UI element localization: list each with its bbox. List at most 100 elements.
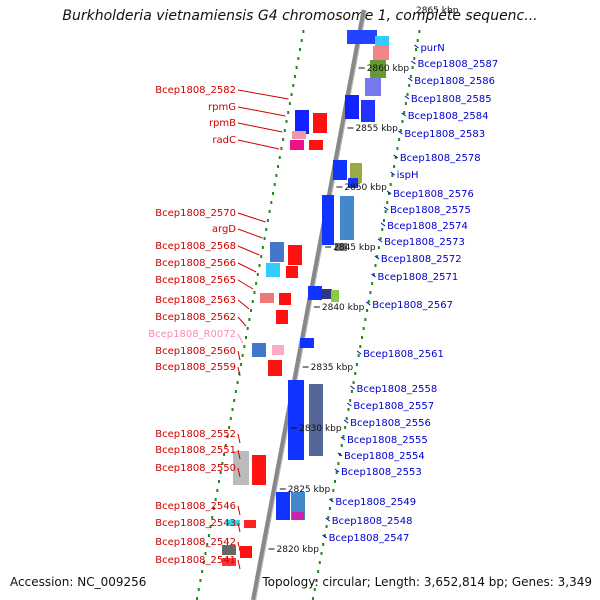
- track-dot: [223, 453, 226, 456]
- track-dot: [409, 75, 412, 78]
- label-leader: [237, 366, 241, 377]
- label-leader: [237, 541, 241, 552]
- track-dot: [372, 273, 375, 276]
- label-leader: [237, 279, 254, 290]
- track-dot: [236, 381, 239, 384]
- gene-label: Bcep1808_2583: [404, 129, 485, 140]
- track-dot: [318, 561, 321, 564]
- track-dot: [320, 552, 323, 555]
- gene-feature: [300, 338, 314, 348]
- track-dot: [204, 552, 207, 555]
- gene-label: Bcep1808_2572: [381, 254, 462, 265]
- kbp-tick-label: 2840 kbp: [322, 303, 365, 313]
- gene-feature: [226, 520, 240, 526]
- gene-feature: [260, 293, 274, 303]
- label-leader: [404, 95, 410, 100]
- gene-feature: [309, 384, 323, 456]
- label-leader: [237, 350, 241, 361]
- track-dot: [377, 246, 380, 249]
- track-dot: [251, 300, 254, 303]
- gene-feature: [361, 100, 375, 122]
- gene-label: Bcep1808_2562: [155, 312, 236, 323]
- track-dot: [241, 354, 244, 357]
- gene-label: Bcep1808_2567: [372, 300, 453, 311]
- gene-feature: [308, 286, 322, 300]
- label-leader: [237, 449, 241, 460]
- track-dot: [388, 192, 390, 195]
- track-dot: [256, 273, 259, 276]
- track-dot: [292, 84, 295, 87]
- gene-label: ispH: [397, 170, 419, 181]
- track-dot: [359, 345, 362, 348]
- track-dot: [295, 66, 298, 69]
- label-leader: [237, 139, 280, 150]
- track-dot: [391, 174, 394, 177]
- gene-feature: [276, 310, 288, 324]
- track-dot: [239, 363, 242, 366]
- label-leader: [386, 190, 392, 195]
- gene-label: Bcep1808_2560: [155, 346, 236, 357]
- gene-feature: [276, 492, 290, 520]
- gene-label: Bcep1808_2570: [155, 208, 236, 219]
- track-dot: [396, 147, 399, 150]
- gene-feature: [286, 266, 298, 278]
- gene-feature: [347, 30, 377, 44]
- track-dot: [330, 498, 333, 501]
- track-dot: [245, 336, 247, 339]
- track-dot: [349, 399, 352, 402]
- label-leader: [407, 77, 413, 82]
- gene-feature: [340, 196, 354, 240]
- kbp-tick-label: 2865 kbp: [416, 6, 459, 16]
- gene-label: Bcep1808_2542: [155, 537, 236, 548]
- track-dot: [209, 525, 212, 528]
- track-dot: [393, 165, 396, 168]
- track-dot: [379, 237, 382, 240]
- track-dot: [268, 210, 271, 213]
- label-leader: [343, 419, 349, 424]
- track-dot: [199, 579, 202, 582]
- gene-feature: [288, 245, 302, 265]
- gene-feature: [288, 380, 304, 460]
- gene-feature: [272, 345, 284, 355]
- track-dot: [367, 300, 370, 303]
- track-dot: [322, 543, 325, 546]
- track-dot: [300, 39, 303, 42]
- track-dot: [411, 66, 414, 69]
- label-leader: [414, 44, 419, 49]
- gene-label: Bcep1808_2575: [390, 205, 471, 216]
- kbp-tick-label: 2820 kbp: [277, 545, 320, 555]
- gene-label: Bcep1808_2551: [155, 445, 236, 456]
- track-dot: [266, 219, 269, 222]
- accession-text: Accession: NC_009256: [10, 575, 147, 589]
- track-dot: [248, 318, 251, 321]
- track-dot: [273, 183, 276, 186]
- track-dot: [335, 471, 338, 474]
- track-dot: [337, 462, 340, 465]
- label-leader: [380, 222, 386, 227]
- track-dot: [408, 84, 411, 87]
- gene-label: Bcep1808_2585: [411, 94, 492, 105]
- kbp-tick-label: 2850 kbp: [344, 183, 387, 193]
- track-dot: [231, 408, 234, 411]
- gene-label: Bcep1808_2563: [155, 295, 236, 306]
- gene-label: Bcep1808_2584: [408, 111, 489, 122]
- track-dot: [361, 336, 363, 339]
- label-leader: [237, 212, 266, 223]
- gene-label: purN: [420, 43, 444, 54]
- gene-feature: [222, 558, 236, 566]
- track-dot: [401, 120, 404, 123]
- label-leader: [401, 112, 406, 117]
- label-leader: [322, 534, 327, 539]
- gene-label: Bcep1808_2553: [341, 467, 422, 478]
- track-dot: [282, 138, 285, 141]
- track-dot: [201, 570, 204, 573]
- gene-feature: [295, 110, 309, 134]
- label-leader: [334, 468, 340, 473]
- track-dot: [325, 525, 328, 528]
- gene-feature: [348, 178, 358, 188]
- gene-label: Bcep1808_2550: [155, 463, 236, 474]
- gene-label: Bcep1808_2571: [378, 272, 459, 283]
- track-dot: [260, 255, 263, 258]
